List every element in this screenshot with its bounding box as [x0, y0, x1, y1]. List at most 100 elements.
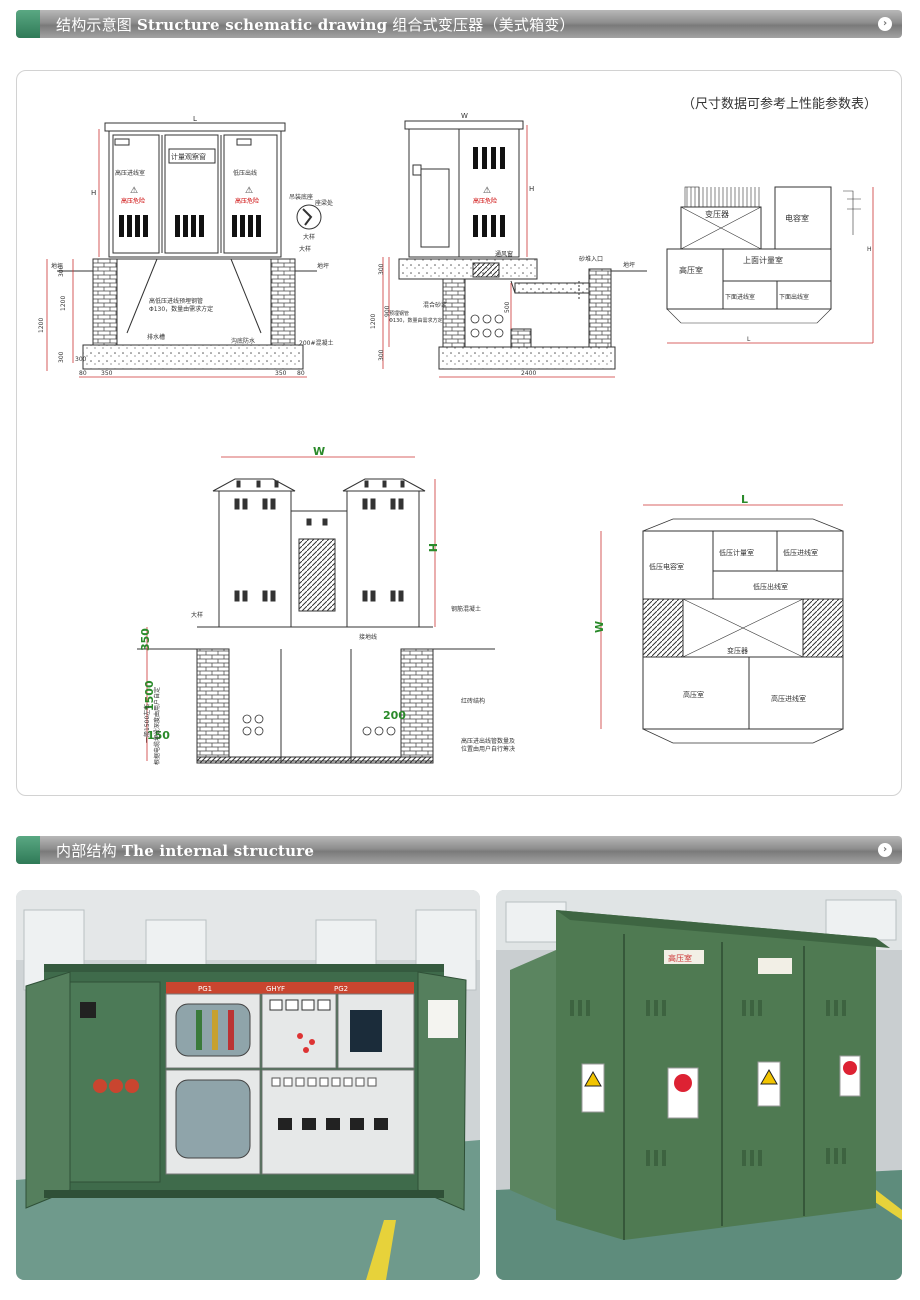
euro-rebar: 钢筋混凝土 [451, 605, 481, 613]
plan2-dim-W: W [593, 621, 606, 633]
plan2-transformer: 变压器 [727, 646, 748, 655]
side-ground: 地坪 [623, 261, 635, 269]
euro-dim-W: W [313, 445, 325, 458]
plan1-dim-H: H [867, 246, 872, 253]
front-d1200b: 1200 [38, 318, 45, 333]
plan2-hv: 高压室 [683, 690, 704, 699]
section-title-en: The internal structure [121, 842, 315, 860]
section-title-tail: 组合式变压器（美式箱变） [392, 16, 575, 34]
front-magnify-a: 吊装底座 [289, 193, 313, 201]
front-ground-right: 地坪 [317, 262, 329, 270]
euro-brick: 红砖结构 [461, 697, 485, 705]
side-d300b: 300 [378, 349, 385, 361]
euro-elevation: W H [137, 445, 515, 765]
section-title: 结构示意图 Structure schematic drawing 组合式变压器… [56, 14, 575, 35]
side-sand: 砂堆入口 [579, 255, 603, 263]
side-dim-W: W [461, 112, 468, 120]
plan-view-1: 变压器 电容室 高压室 上面计量室 下面进线室 下面出线室 L H [666, 186, 874, 344]
schematic-drawings: L H 计量观察窗 高压进线室 低压出线 ⚠ ⚠ 高压危险 高压危险 [38, 112, 874, 765]
side-vent: 通风窗 [495, 250, 513, 258]
front-door-right: 低压出线 [233, 169, 257, 177]
euro-d150: 150 [147, 729, 170, 742]
plan2-lv-meter: 低压计量室 [719, 548, 754, 557]
side-warn: 高压危险 [473, 197, 497, 205]
euro-pipe-note-2: 位置由用户自行筹决 [461, 745, 515, 753]
front-d300a: 300 [58, 265, 65, 277]
svg-text:⚠: ⚠ [245, 186, 253, 196]
euro-pipe-note-1: 高压进出线管数量及 [461, 737, 515, 745]
section-tab-accent [16, 836, 40, 864]
plan2-lv-out: 低压出线室 [753, 582, 788, 591]
front-warn-left: 高压危险 [121, 197, 145, 205]
side-d300: 300 [378, 263, 385, 275]
front-ground-left: 地坪 [51, 262, 63, 270]
front-d350a: 350 [101, 370, 113, 377]
front-detail-label: 大样 [299, 245, 311, 253]
section-header-structure: 结构示意图 Structure schematic drawing 组合式变压器… [16, 10, 902, 38]
panel-label-1: PG1 [198, 985, 212, 993]
side-mix-2a: 预埋钢管 [389, 310, 409, 317]
open-cabinet-illustration: PG1 GHYF PG2 [16, 890, 480, 1280]
euro-dim-H: H [426, 543, 439, 552]
front-magnify-b: 座梁处 [315, 199, 333, 207]
plan1-hv: 高压室 [679, 265, 703, 275]
side-view: W H ⚠ 高压危险 通风窗 地坪 砂堆入口 [370, 112, 647, 378]
side-d2400: 2400 [521, 370, 536, 377]
euro-detail: 大样 [191, 611, 203, 619]
euro-d200: 200 [383, 709, 406, 722]
euro-vert-note-2: 根据电缆埋设深度由用户自定 [153, 687, 161, 765]
section-tab-accent [16, 10, 40, 38]
plan1-dim-L: L [747, 336, 751, 343]
plan1-meter: 上面计量室 [743, 255, 783, 265]
photo-closed-cabinet: 高压室 [496, 890, 902, 1280]
plan1-lv-in: 下面进线室 [725, 293, 755, 301]
section-title-cn: 内部结构 [56, 842, 117, 860]
plan2-lv-in: 低压进线室 [783, 548, 818, 557]
section-title-cn: 结构示意图 [56, 16, 133, 34]
side-dim-H: H [529, 185, 534, 193]
front-warn-right: 高压危险 [235, 197, 259, 205]
schematic-panel: （尺寸数据可参考上性能参数表） L H [16, 70, 902, 796]
front-detail: 大样 [303, 233, 315, 241]
section-title: 内部结构 The internal structure [56, 840, 314, 861]
euro-ground-wire: 接地线 [359, 633, 377, 641]
plan2-hv-in: 高压进线室 [771, 694, 806, 703]
front-pipe-note-1: 高低压进线预埋钢管 [149, 297, 203, 305]
front-drain: 排水槽 [147, 333, 165, 341]
plan2-lv-cap: 低压电容室 [649, 562, 684, 571]
hv-room-sign: 高压室 [668, 953, 692, 963]
front-d350b: 350 [275, 370, 287, 377]
plan1-lv-out: 下面出线室 [779, 293, 809, 301]
photo-internal-open-cabinet: PG1 GHYF PG2 [16, 890, 480, 1280]
panel-note: （尺寸数据可参考上性能参数表） [681, 97, 877, 112]
closed-cabinet-illustration: 高压室 [496, 890, 902, 1280]
front-view: L H 计量观察窗 高压进线室 低压出线 ⚠ ⚠ 高压危险 高压危险 [38, 115, 333, 378]
front-dim-H: H [91, 189, 96, 197]
front-pipe-note-2: Φ130，数量由需求方定 [149, 305, 213, 313]
plan1-transformer: 变压器 [705, 209, 729, 219]
side-d900: 900 [384, 305, 391, 317]
chevron-right-icon[interactable]: › [878, 843, 892, 857]
plan2-dim-L: L [741, 493, 748, 506]
panel-labels: PG1 GHYF PG2 [198, 985, 348, 993]
front-d1200a: 1200 [60, 296, 67, 311]
side-mix-1: 混合砂浆 [423, 301, 447, 309]
side-d500: 500 [504, 301, 511, 313]
front-door-left: 高压进线室 [115, 169, 145, 177]
front-d80b: 80 [297, 370, 305, 377]
panel-label-2: GHYF [266, 985, 285, 993]
front-d300b: 300 [58, 351, 65, 363]
side-mix-2b: Φ130，数量由需求方定 [389, 317, 442, 324]
plan-view-2: L W 低压电容室 低压计量室 低压进线室 低压出线室 变压器 高压室 高压进线… [593, 493, 844, 744]
section-header-internal: 内部结构 The internal structure › [16, 836, 902, 864]
chevron-right-icon[interactable]: › [878, 17, 892, 31]
front-concrete: 200#混凝土 [299, 339, 333, 347]
panel-label-3: PG2 [334, 985, 348, 993]
section-title-en: Structure schematic drawing [136, 16, 388, 34]
plan1-capacitor: 电容室 [785, 213, 809, 223]
euro-d1500: 1500 [143, 680, 156, 711]
front-trench: 沟底防水 [231, 337, 255, 345]
side-d1200: 1200 [370, 314, 377, 329]
front-d300c: 300 [75, 356, 87, 363]
front-door-mid: 计量观察窗 [171, 152, 206, 161]
